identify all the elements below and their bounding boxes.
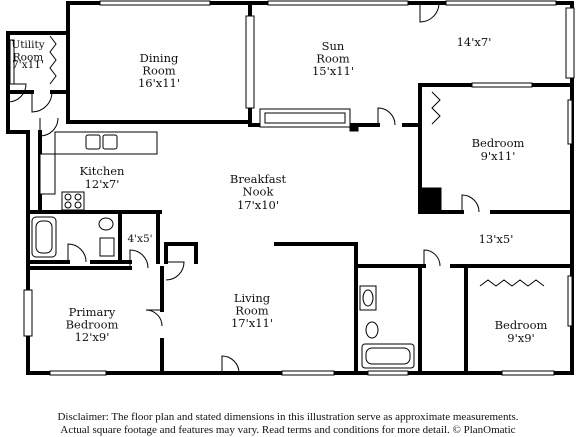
primary-bedroom-dims: 12'x9': [75, 330, 110, 344]
bedroom-lower-dims: 9'x9': [507, 331, 534, 345]
dining-room-dims: 16'x11': [138, 76, 180, 90]
closet-dims: 4'x5': [127, 233, 152, 245]
kitchen-name: Kitchen: [80, 164, 126, 178]
living-room-dims: 17'x11': [231, 316, 273, 330]
disclaimer-line-2: Actual square footage and features may v…: [60, 424, 516, 436]
windows: [9, 0, 575, 376]
kitchen-dims: 12'x7': [85, 177, 120, 191]
breakfast-nook-dims: 17'x10': [237, 198, 279, 212]
fixtures: [31, 35, 545, 369]
disclaimer-line-1: Disclaimer: The floor plan and stated di…: [57, 411, 519, 423]
bedroom-lower-name: Bedroom: [495, 318, 548, 332]
bedroom-upper-dims: 9'x11': [481, 149, 516, 163]
doors: [7, 2, 480, 374]
sun-room-dims: 15'x11': [312, 64, 354, 78]
sun-extension-dims: 14'x7': [457, 35, 492, 49]
hallway-dims: 13'x5': [479, 232, 514, 246]
utility-room-dims: 7'x11': [12, 59, 44, 71]
bedroom-upper-name: Bedroom: [472, 136, 525, 150]
